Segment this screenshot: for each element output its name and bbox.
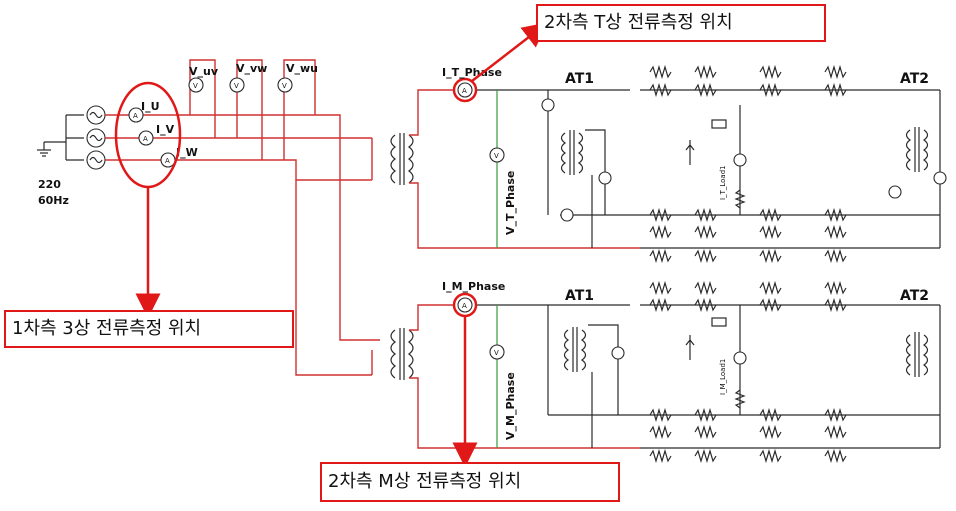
primary-wires xyxy=(105,59,380,376)
v-uv-label: V_uv xyxy=(189,65,219,78)
i-v-label: I_V xyxy=(156,123,175,136)
svg-text:V: V xyxy=(282,82,287,90)
svg-text:A: A xyxy=(462,302,467,310)
m-at2-label: AT2 xyxy=(900,288,929,304)
m-branch: A V xyxy=(457,280,941,464)
t-branch: A V xyxy=(457,64,947,264)
svg-text:V: V xyxy=(234,82,239,90)
primary-callout: 1차측 3상 전류측정 위치 xyxy=(4,310,294,348)
svg-text:A: A xyxy=(133,112,138,120)
source-frequency-label: 60Hz xyxy=(38,194,69,207)
t-phase-highlight-ring xyxy=(452,77,478,103)
svg-text:A: A xyxy=(165,157,170,165)
v-m-phase-label: V_M_Phase xyxy=(504,372,517,440)
three-phase-source xyxy=(37,105,106,170)
source-voltage-label: 220 xyxy=(38,178,61,191)
svg-text:A: A xyxy=(462,87,467,95)
t-at2-label: AT2 xyxy=(900,71,929,87)
t-at1-label: AT1 xyxy=(565,71,594,87)
m-at1-label: AT1 xyxy=(565,288,594,304)
secondary-m-callout: 2차측 M상 전류측정 위치 xyxy=(320,462,620,502)
svg-text:V: V xyxy=(193,82,198,90)
i-m-load-label: I_M_Load1 xyxy=(719,359,727,395)
v-t-phase-label: V_T_Phase xyxy=(504,171,517,235)
svg-text:A: A xyxy=(143,135,148,143)
primary-voltage-meters: V V V xyxy=(188,77,293,93)
t-callout-arrow xyxy=(471,22,548,82)
i-t-load-label: I_T_Load1 xyxy=(719,165,727,200)
scott-transformer-t xyxy=(390,89,640,249)
svg-text:V: V xyxy=(494,152,499,160)
svg-text:V: V xyxy=(494,349,499,357)
i-w-label: I_W xyxy=(176,146,198,159)
i-m-phase-label: I_M_Phase xyxy=(442,280,505,293)
scott-transformer-m xyxy=(390,304,640,449)
secondary-t-callout: 2차측 T상 전류측정 위치 xyxy=(536,4,826,42)
i-t-phase-label: I_T_Phase xyxy=(442,66,502,79)
i-u-label: I_U xyxy=(141,100,160,113)
primary-current-meters: A A A xyxy=(128,107,176,168)
v-wu-label: V_wu xyxy=(286,62,318,75)
v-vw-label: V_vw xyxy=(236,62,267,75)
